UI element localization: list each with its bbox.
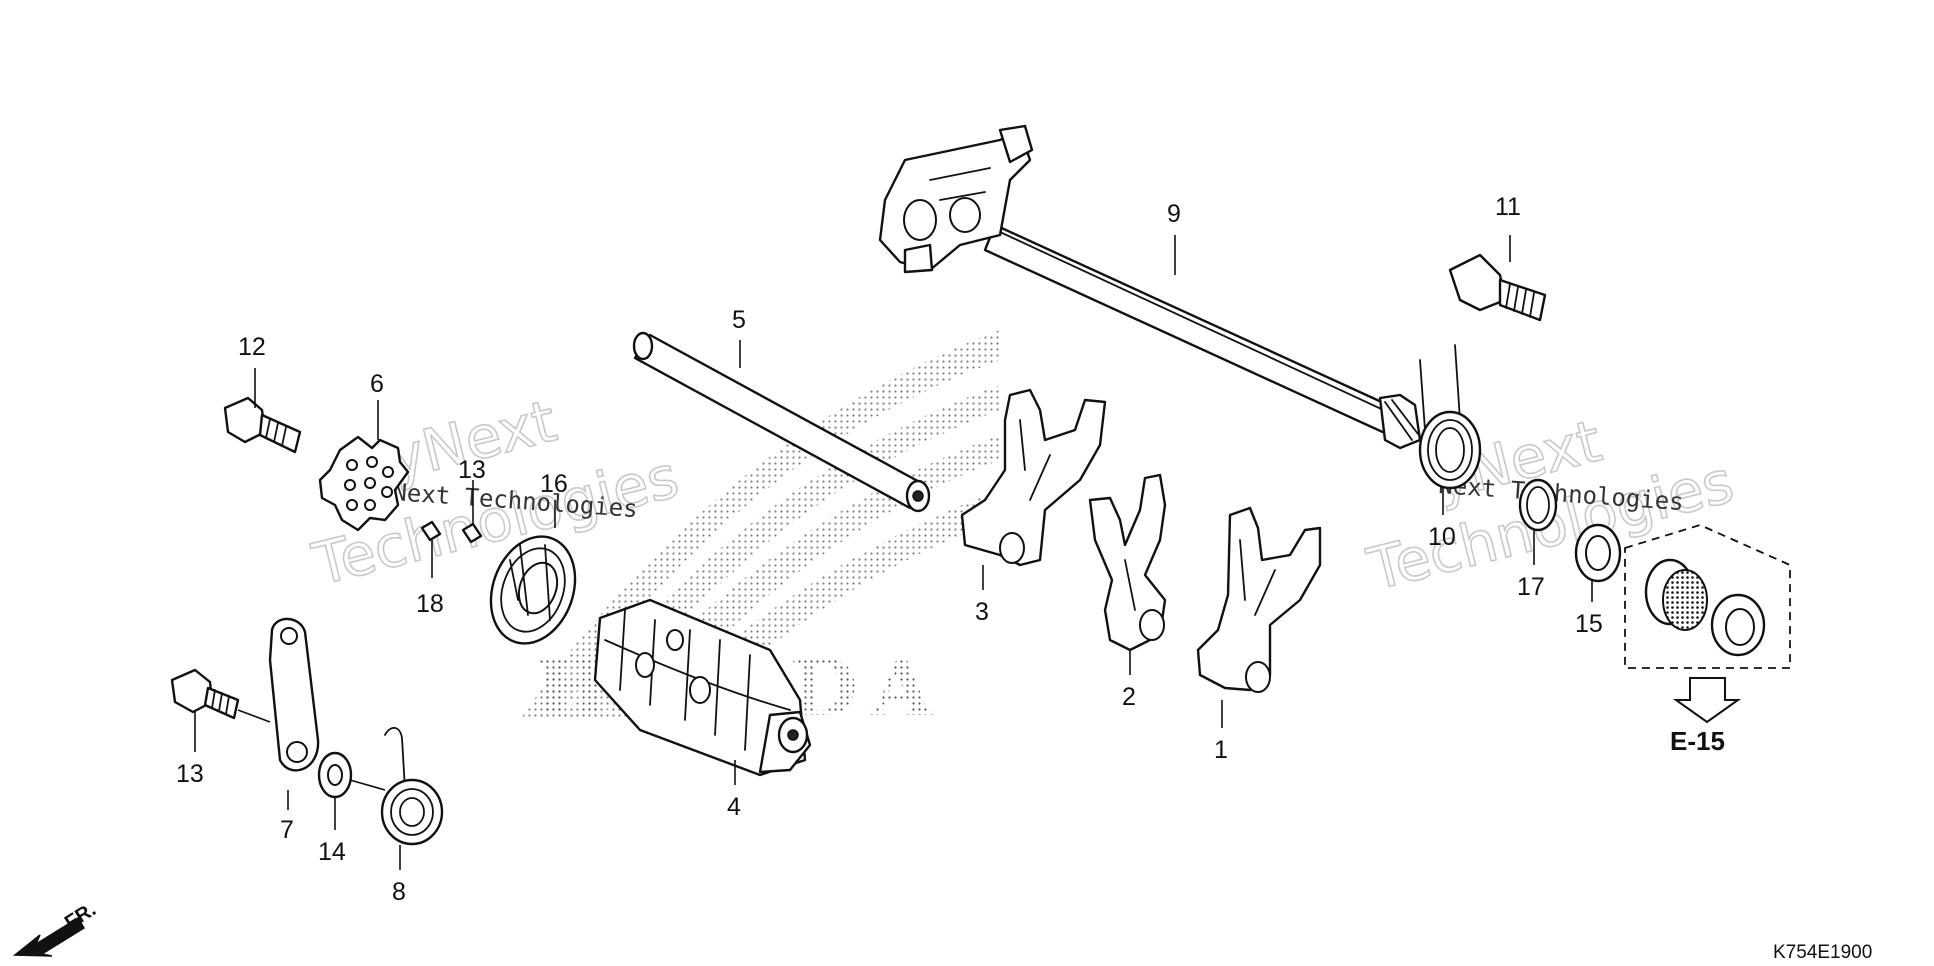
callout-18: 18 <box>416 590 444 618</box>
callout-9: 9 <box>1167 200 1181 228</box>
needle-bearing <box>1644 558 1708 631</box>
bolt-12 <box>223 396 302 454</box>
callout-1: 1 <box>1214 736 1228 764</box>
shift-fork-shaft <box>632 331 931 513</box>
callout-2: 2 <box>1122 683 1136 711</box>
front-direction-indicator: FR. <box>12 899 100 957</box>
callout-8: 8 <box>392 878 406 906</box>
reference-label: E-15 <box>1670 726 1725 756</box>
leader-lines <box>194 235 1593 870</box>
oil-seal <box>1710 593 1766 657</box>
front-arrow-icon <box>12 916 86 957</box>
circlip-17 <box>1518 478 1558 532</box>
dowel-pin-18b <box>461 522 483 544</box>
shift-fork-2 <box>1088 473 1167 652</box>
washer-14 <box>317 751 353 799</box>
callout-13-lower: 13 <box>176 760 204 788</box>
callout-13-upper: 13 <box>458 456 486 484</box>
stopper-spring-8 <box>380 726 444 846</box>
diagram-code: K754E1900 <box>1773 942 1872 963</box>
reference-arrow-icon <box>1672 677 1742 724</box>
stopper-arm-7 <box>268 617 320 772</box>
shift-fork-1 <box>1196 506 1322 693</box>
callout-7: 7 <box>280 816 294 844</box>
callout-10: 10 <box>1428 523 1456 551</box>
shift-drum <box>593 598 812 777</box>
drum-center-6 <box>318 435 410 532</box>
callout-17: 17 <box>1517 573 1545 601</box>
return-spring-10 <box>1418 344 1482 490</box>
shift-fork-3 <box>960 388 1107 567</box>
callout-labels: 1 2 3 4 5 6 7 8 9 10 11 12 13 13 14 15 1… <box>176 193 1603 906</box>
callout-5: 5 <box>732 306 746 334</box>
callout-14: 14 <box>318 838 346 866</box>
callout-3: 3 <box>975 598 989 626</box>
washer-15 <box>1574 523 1622 583</box>
bolt-13 <box>170 668 240 720</box>
callout-16: 16 <box>540 470 568 498</box>
callout-11: 11 <box>1495 193 1521 221</box>
gearshift-spindle <box>878 124 1422 450</box>
callout-6: 6 <box>370 370 384 398</box>
bolt-11 <box>1448 253 1547 322</box>
bearing-seal-group-box <box>1624 524 1791 669</box>
ball-bearing-16 <box>489 535 577 645</box>
callout-15: 15 <box>1575 610 1603 638</box>
callout-4: 4 <box>727 793 741 821</box>
callout-12: 12 <box>238 333 266 361</box>
dowel-pin-18a <box>420 520 442 542</box>
